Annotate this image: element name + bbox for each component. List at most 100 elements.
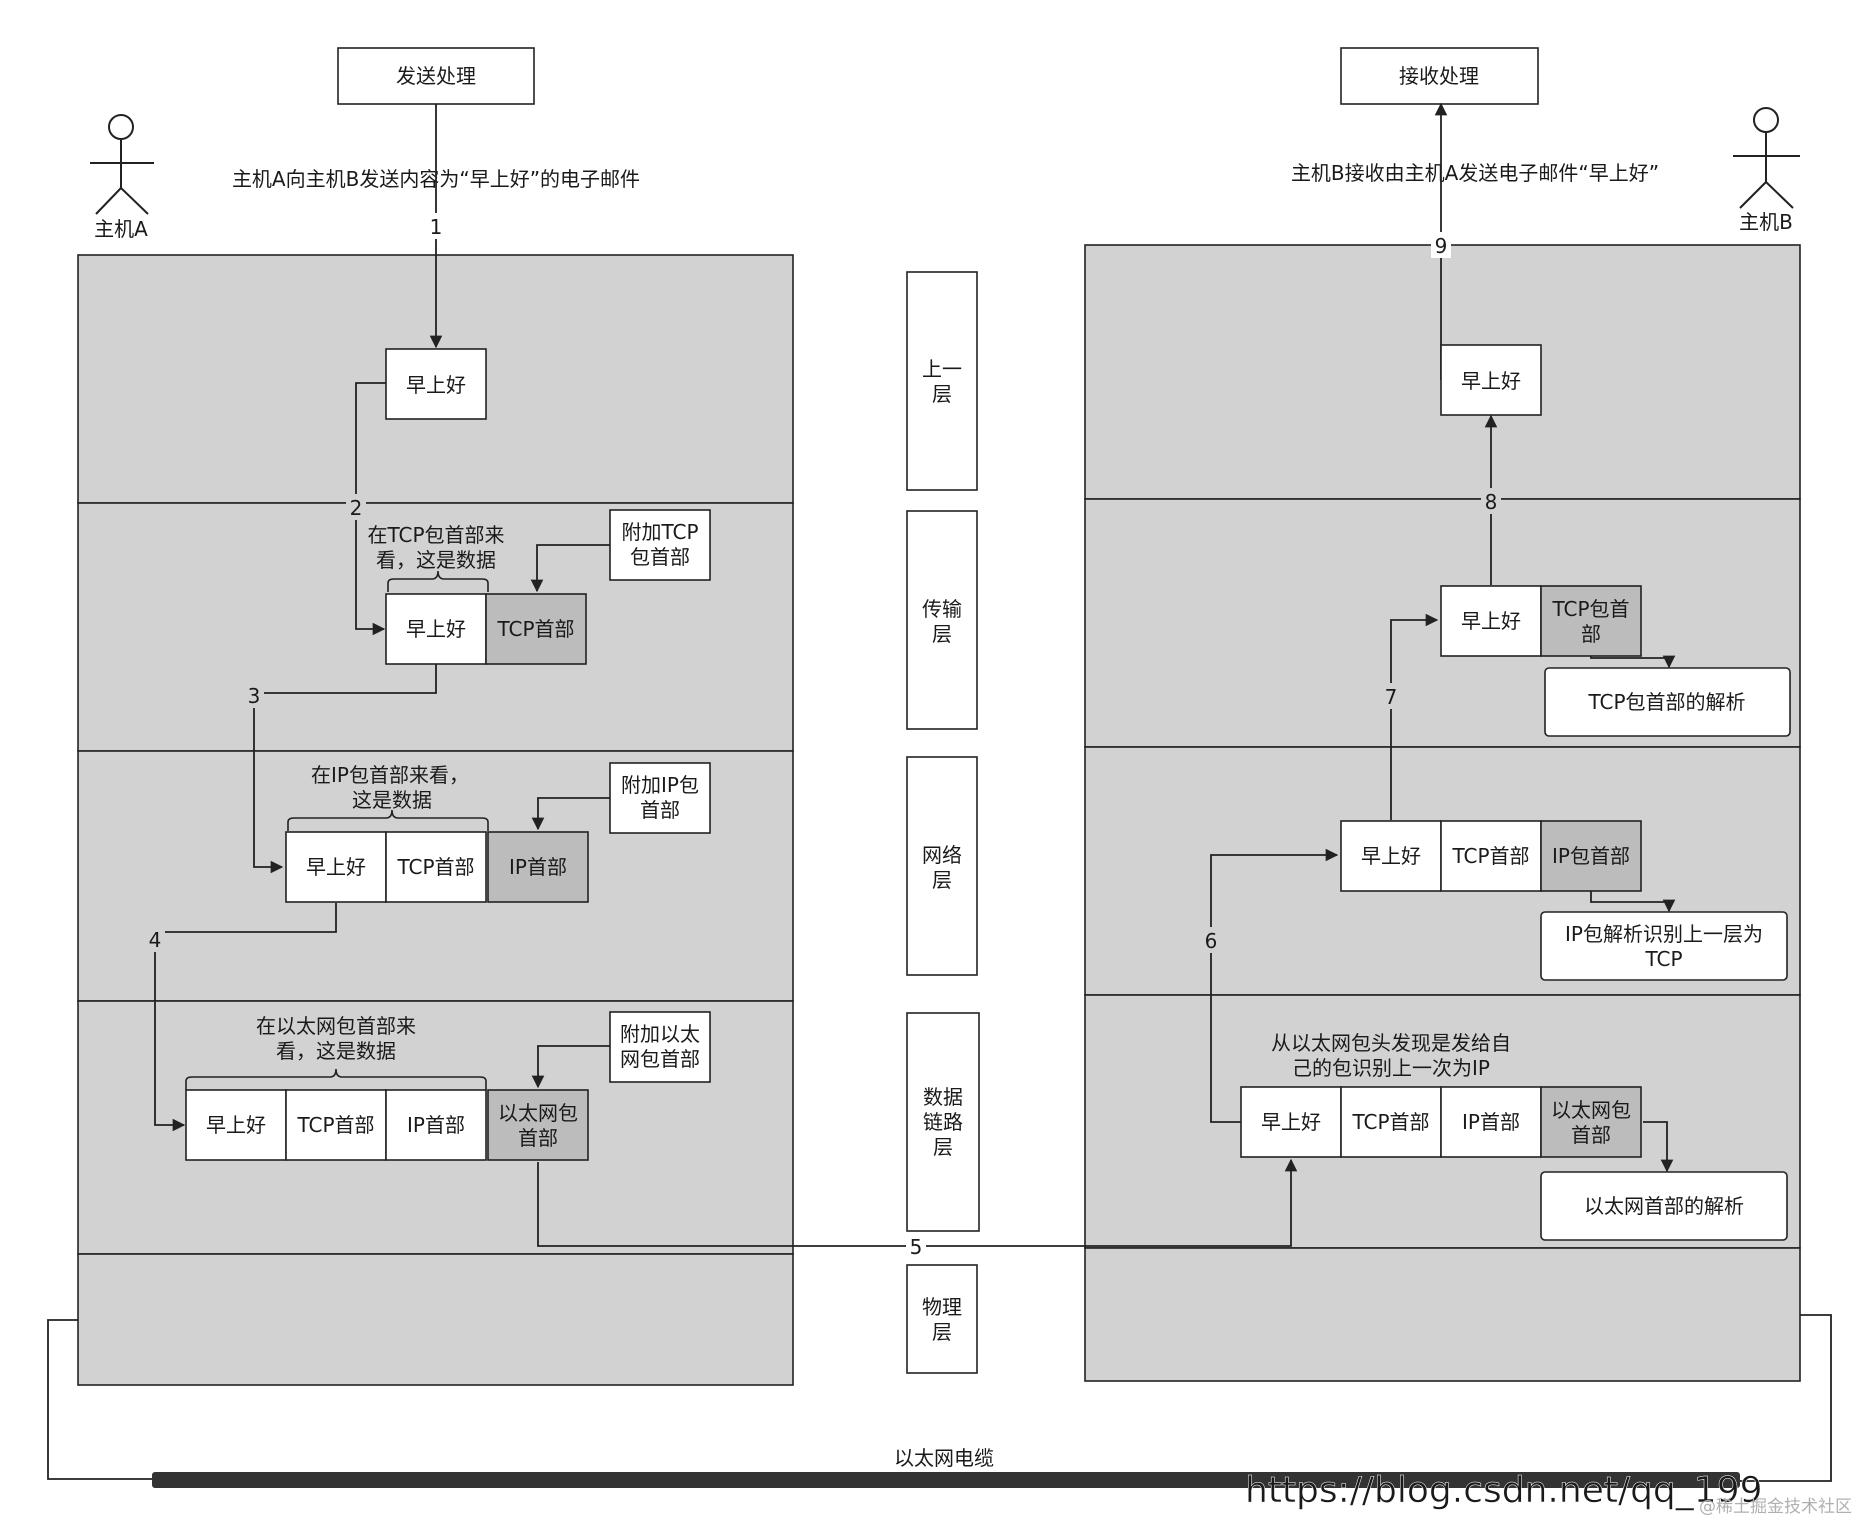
sender-ip-note-1: 在IP包首部来看， [311, 763, 469, 787]
receive-process-title: 接收处理 [1399, 64, 1479, 88]
step-labels: 1 2 3 4 5 6 7 8 9 [145, 213, 1501, 1260]
sender-ip-note-2: 这是数据 [352, 788, 432, 812]
receiver-physical-layer [1084, 1247, 1801, 1382]
receiver-eth-header-1: 以太网包 [1551, 1098, 1631, 1122]
url-watermark: https://blog.csdn.net/qq_199 [1245, 1470, 1763, 1511]
add-eth-text-2: 网包首部 [620, 1047, 700, 1071]
sender-tcp-packet: 早上好 TCP首部 [385, 593, 587, 665]
host-a-label: 主机A [94, 217, 148, 241]
layer-transport-text-2: 层 [932, 622, 952, 646]
sender-ip-packet: 早上好 TCP首部 IP首部 [285, 831, 589, 903]
layer-label-network [906, 756, 978, 976]
layer-datalink-text-3: 层 [933, 1135, 953, 1159]
layer-network-text-2: 层 [932, 868, 952, 892]
send-process-title: 发送处理 [396, 64, 476, 88]
host-b-figure-icon [1733, 107, 1800, 209]
ip-parse-box [1540, 911, 1788, 981]
receiver-upper-data: 早上好 [1461, 369, 1521, 393]
add-ip-header-box [609, 762, 711, 834]
add-tcp-text-2: 包首部 [630, 545, 690, 569]
layer-datalink-text-1: 数据 [923, 1085, 963, 1109]
sender-ip-data: 早上好 [306, 855, 366, 879]
receiver-eth-tcp-header: TCP首部 [1351, 1110, 1429, 1134]
layer-datalink-text-2: 链路 [923, 1110, 963, 1134]
sender-braces [185, 570, 489, 1090]
step-3-label: 3 [248, 684, 261, 708]
receiver-eth-ip-header: IP首部 [1462, 1110, 1520, 1134]
eth-parse-box [1540, 1171, 1788, 1241]
eth-parse-text: 以太网首部的解析 [1584, 1194, 1744, 1218]
receiver-ip-data: 早上好 [1361, 844, 1421, 868]
receiver-eth-note-1: 从以太网包头发现是发给自 [1271, 1031, 1511, 1055]
host-a-figure-icon [90, 114, 154, 215]
sender-physical-layer [77, 1253, 794, 1386]
receiver-ip-tcp-header: TCP首部 [1451, 844, 1529, 868]
sender-eth-note-1: 在以太网包首部来 [256, 1014, 416, 1038]
sender-eth-packet: 早上好 TCP首部 IP首部 以太网包 首部 [185, 1089, 589, 1161]
receiver-caption: 主机B接收由主机A发送电子邮件“早上好” [1291, 161, 1659, 185]
tcp-parse-text: TCP包首部的解析 [1587, 690, 1745, 714]
layer-label-transport [906, 510, 978, 730]
step-4-label: 4 [149, 928, 162, 952]
sender-ip-header: IP首部 [509, 855, 567, 879]
cable-label: 以太网电缆 [894, 1446, 994, 1470]
step-2-label: 2 [350, 496, 363, 520]
sender-eth-header-1: 以太网包 [498, 1101, 578, 1125]
layer-label-upper [906, 271, 978, 491]
sender-eth-note-2: 看，这是数据 [276, 1039, 396, 1063]
layer-upper-text-1: 上一 [922, 357, 962, 381]
tcp-parse-box [1544, 667, 1791, 737]
receive-process-box [1340, 47, 1539, 105]
layer-labels: 上一 层 传输 层 网络 层 数据 链路 层 物理 层 [906, 271, 980, 1374]
sender-eth-data: 早上好 [206, 1113, 266, 1137]
sender-tcp-note-2: 看，这是数据 [376, 548, 496, 572]
sender-eth-ip-header: IP首部 [407, 1113, 465, 1137]
receiver-tcp-header-2: 部 [1581, 622, 1601, 646]
sender-tcp-header: TCP首部 [496, 617, 574, 641]
add-tcp-text-1: 附加TCP [621, 520, 698, 544]
ip-parse-text-2: TCP [1644, 947, 1682, 971]
credit-watermark: @稀土掘金技术社区 [1699, 1497, 1852, 1517]
send-process-box [337, 47, 535, 105]
layer-physical-text-1: 物理 [922, 1295, 962, 1319]
receiver-ip-header: IP包首部 [1552, 844, 1630, 868]
layer-upper-text-2: 层 [932, 382, 952, 406]
ethernet-cable [47, 1314, 1832, 1488]
ip-parse-text-1: IP包解析识别上一层为 [1565, 922, 1763, 946]
add-eth-text-1: 附加以太 [620, 1022, 700, 1046]
receiver-eth-header-2: 首部 [1571, 1123, 1611, 1147]
host-b-label: 主机B [1739, 210, 1793, 234]
add-ip-text-2: 首部 [640, 798, 680, 822]
layer-transport-text-1: 传输 [922, 597, 962, 621]
sender-tcp-data: 早上好 [406, 617, 466, 641]
add-tcp-header-box [609, 509, 711, 581]
layer-network-text-1: 网络 [922, 843, 962, 867]
receiver-tcp-header-1: TCP包首 [1551, 597, 1629, 621]
step-8-label: 8 [1485, 490, 1498, 514]
sender-upper-packet: 早上好 [385, 348, 487, 420]
step-9-label: 9 [1435, 234, 1448, 258]
receiver-tcp-packet: 早上好 TCP包首 部 [1440, 585, 1642, 657]
receiver-ip-packet: 早上好 TCP首部 IP包首部 [1340, 820, 1642, 892]
layer-label-datalink [906, 1012, 980, 1232]
receiver-eth-note-2: 己的包识别上一次为IP [1292, 1056, 1490, 1080]
receiver-upper-packet: 早上好 [1440, 344, 1542, 416]
receiver-eth-packet: 早上好 TCP首部 IP首部 以太网包 首部 [1240, 1086, 1642, 1158]
sender-ip-tcp-header: TCP首部 [396, 855, 474, 879]
sender-eth-tcp-header: TCP首部 [296, 1113, 374, 1137]
sender-eth-header-2: 首部 [518, 1126, 558, 1150]
add-ip-text-1: 附加IP包 [621, 773, 699, 797]
cable-bar [152, 1472, 1740, 1488]
step-5-label: 5 [910, 1235, 923, 1259]
layer-label-physical [906, 1264, 978, 1374]
layer-physical-text-2: 层 [932, 1320, 952, 1344]
step-1-label: 1 [430, 215, 443, 239]
sender-upper-data: 早上好 [406, 373, 466, 397]
step-7-label: 7 [1385, 685, 1398, 709]
receiver-tcp-data: 早上好 [1461, 609, 1521, 633]
sender-tcp-note-1: 在TCP包首部来 [367, 523, 504, 547]
receiver-eth-data: 早上好 [1261, 1110, 1321, 1134]
add-eth-header-box [609, 1011, 711, 1083]
step-6-label: 6 [1205, 929, 1218, 953]
